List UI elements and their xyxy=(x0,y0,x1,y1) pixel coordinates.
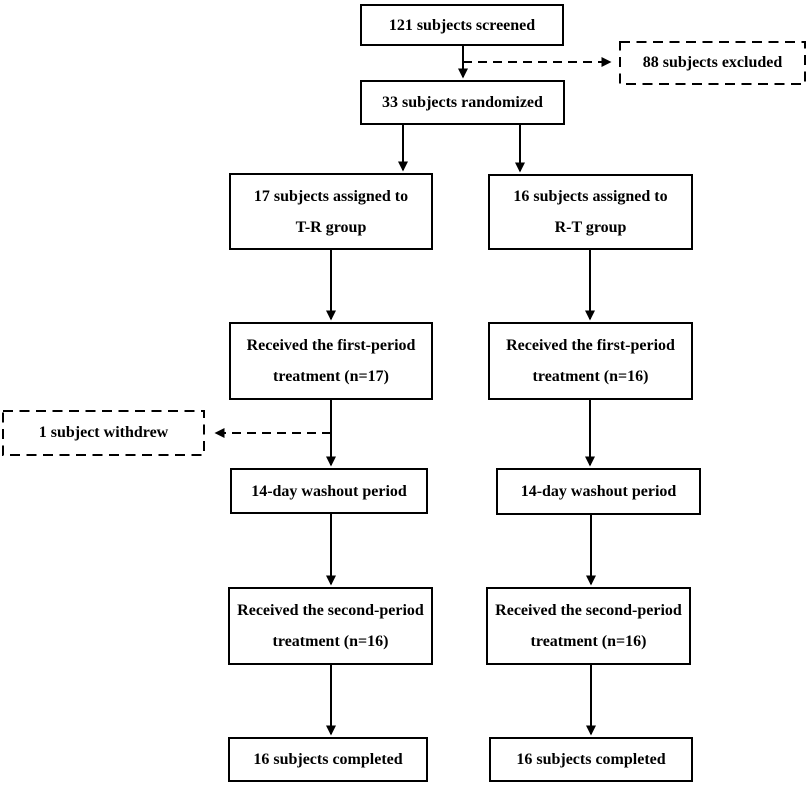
box-rt-group-line2: R-T group xyxy=(554,219,627,236)
box-tr-washout: 14-day washout period xyxy=(230,468,428,514)
box-tr-first-line2: treatment (n=17) xyxy=(273,368,389,385)
box-tr-completed: 16 subjects completed xyxy=(228,737,428,782)
box-tr-washout-label: 14-day washout period xyxy=(251,482,407,500)
box-tr-completed-label: 16 subjects completed xyxy=(253,751,403,768)
box-screened-label: 121 subjects screened xyxy=(388,16,536,34)
box-rt-washout: 14-day washout period xyxy=(496,468,701,515)
box-rt-group-line1: 16 subjects assigned to xyxy=(513,188,668,205)
box-tr-second-period: Received the second-period treatment (n=… xyxy=(228,587,433,665)
box-rt-first-line1: Received the first-period xyxy=(506,337,675,354)
box-rt-second-line2: treatment (n=16) xyxy=(530,633,647,650)
box-rt-first-period: Received the first-period treatment (n=1… xyxy=(488,322,693,400)
box-tr-group: 17 subjects assigned to T-R group xyxy=(229,173,433,250)
box-randomized: 33 subjects randomized xyxy=(360,80,565,125)
box-excluded-label: 88 subjects excluded xyxy=(642,54,783,71)
box-rt-completed-label: 16 subjects completed xyxy=(516,751,666,768)
box-withdrew-label: 1 subject withdrew xyxy=(38,424,169,441)
box-rt-washout-label: 14-day washout period xyxy=(520,483,677,500)
box-rt-second-period: Received the second-period treatment (n=… xyxy=(486,587,691,665)
box-tr-first-line1: Received the first-period xyxy=(246,337,416,354)
box-rt-completed: 16 subjects completed xyxy=(489,737,693,782)
box-excluded: 88 subjects excluded xyxy=(619,41,806,85)
withdrew-box-outline xyxy=(2,410,205,456)
box-tr-first-period: Received the first-period treatment (n=1… xyxy=(229,322,433,400)
box-tr-second-line2: treatment (n=16) xyxy=(272,633,389,650)
box-screened: 121 subjects screened xyxy=(360,4,564,46)
box-rt-second-line1: Received the second-period xyxy=(495,602,682,619)
box-tr-second-line1: Received the second-period xyxy=(237,602,424,619)
excluded-box-outline xyxy=(619,41,806,85)
box-withdrew: 1 subject withdrew xyxy=(2,410,205,456)
box-randomized-label: 33 subjects randomized xyxy=(382,94,543,111)
box-tr-group-line1: 17 subjects assigned to xyxy=(253,187,409,205)
box-rt-group: 16 subjects assigned to R-T group xyxy=(488,174,693,250)
box-tr-group-line2: T-R group xyxy=(295,218,367,236)
box-rt-first-line2: treatment (n=16) xyxy=(532,368,649,385)
